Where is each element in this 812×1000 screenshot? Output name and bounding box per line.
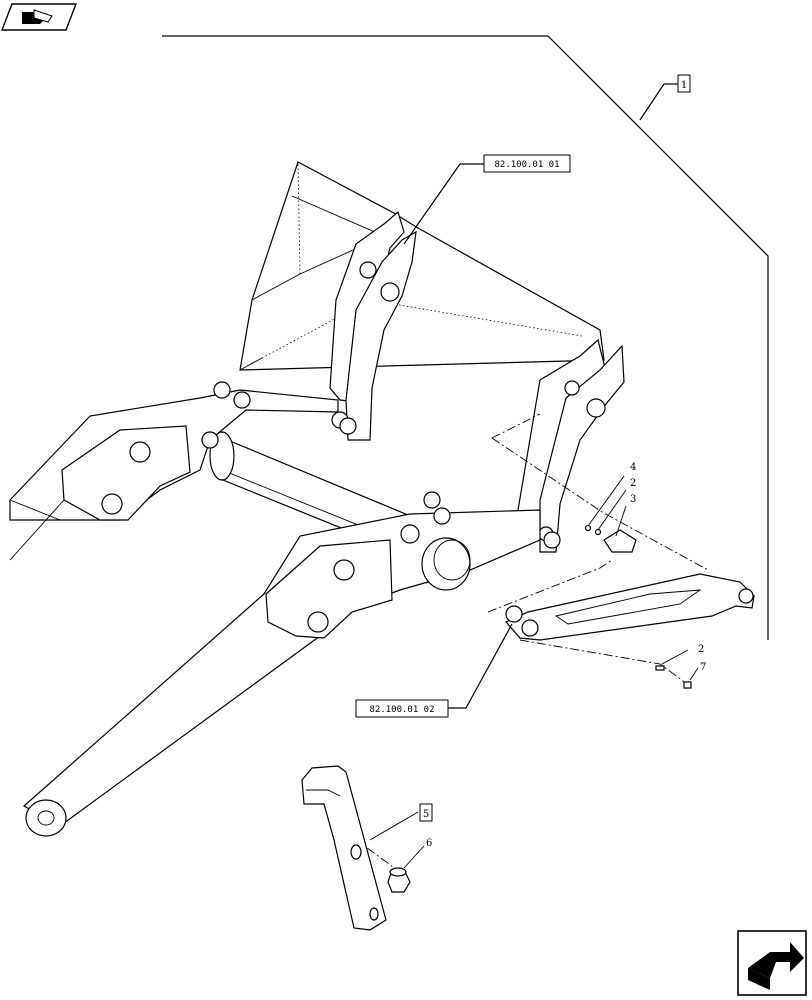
callout-item-5[interactable]: 5 — [419, 803, 433, 822]
callout-item-3[interactable]: 3 — [630, 494, 636, 505]
callout-item-1[interactable]: 1 — [677, 74, 691, 93]
callout-ref-82-100-01-01[interactable]: 82.100.01 01 — [483, 154, 571, 173]
svg-text:1: 1 — [681, 80, 687, 91]
tilt-link — [505, 573, 755, 641]
part-3-bracket — [603, 529, 637, 553]
part-5-plate — [301, 765, 387, 931]
bucket — [239, 161, 625, 553]
part-6-bushing — [387, 867, 411, 893]
callout-item-7[interactable]: 7 — [700, 662, 706, 673]
callout-item-2-upper[interactable]: 2 — [630, 478, 636, 489]
book-arrow-icon[interactable] — [0, 3, 78, 31]
part-4-washer — [584, 524, 592, 532]
svg-text:82.100.01 01: 82.100.01 01 — [494, 160, 559, 170]
part-2-pin-lower — [655, 665, 665, 671]
callout-item-2-lower[interactable]: 2 — [698, 644, 704, 655]
next-page-arrow-icon[interactable] — [737, 930, 807, 996]
callout-item-4[interactable]: 4 — [630, 462, 636, 473]
hardware-parts — [584, 524, 692, 689]
part-7-bolt — [683, 681, 692, 689]
leader-lines — [369, 163, 699, 869]
assembly-bracket-line — [162, 35, 769, 640]
part-2-pin — [594, 528, 602, 536]
callout-ref-82-100-01-02[interactable]: 82.100.01 02 — [355, 699, 449, 718]
svg-text:5: 5 — [423, 809, 429, 820]
callout-item-6[interactable]: 6 — [426, 838, 432, 849]
svg-text:82.100.01 02: 82.100.01 02 — [369, 705, 434, 715]
loader-frame — [9, 381, 541, 837]
